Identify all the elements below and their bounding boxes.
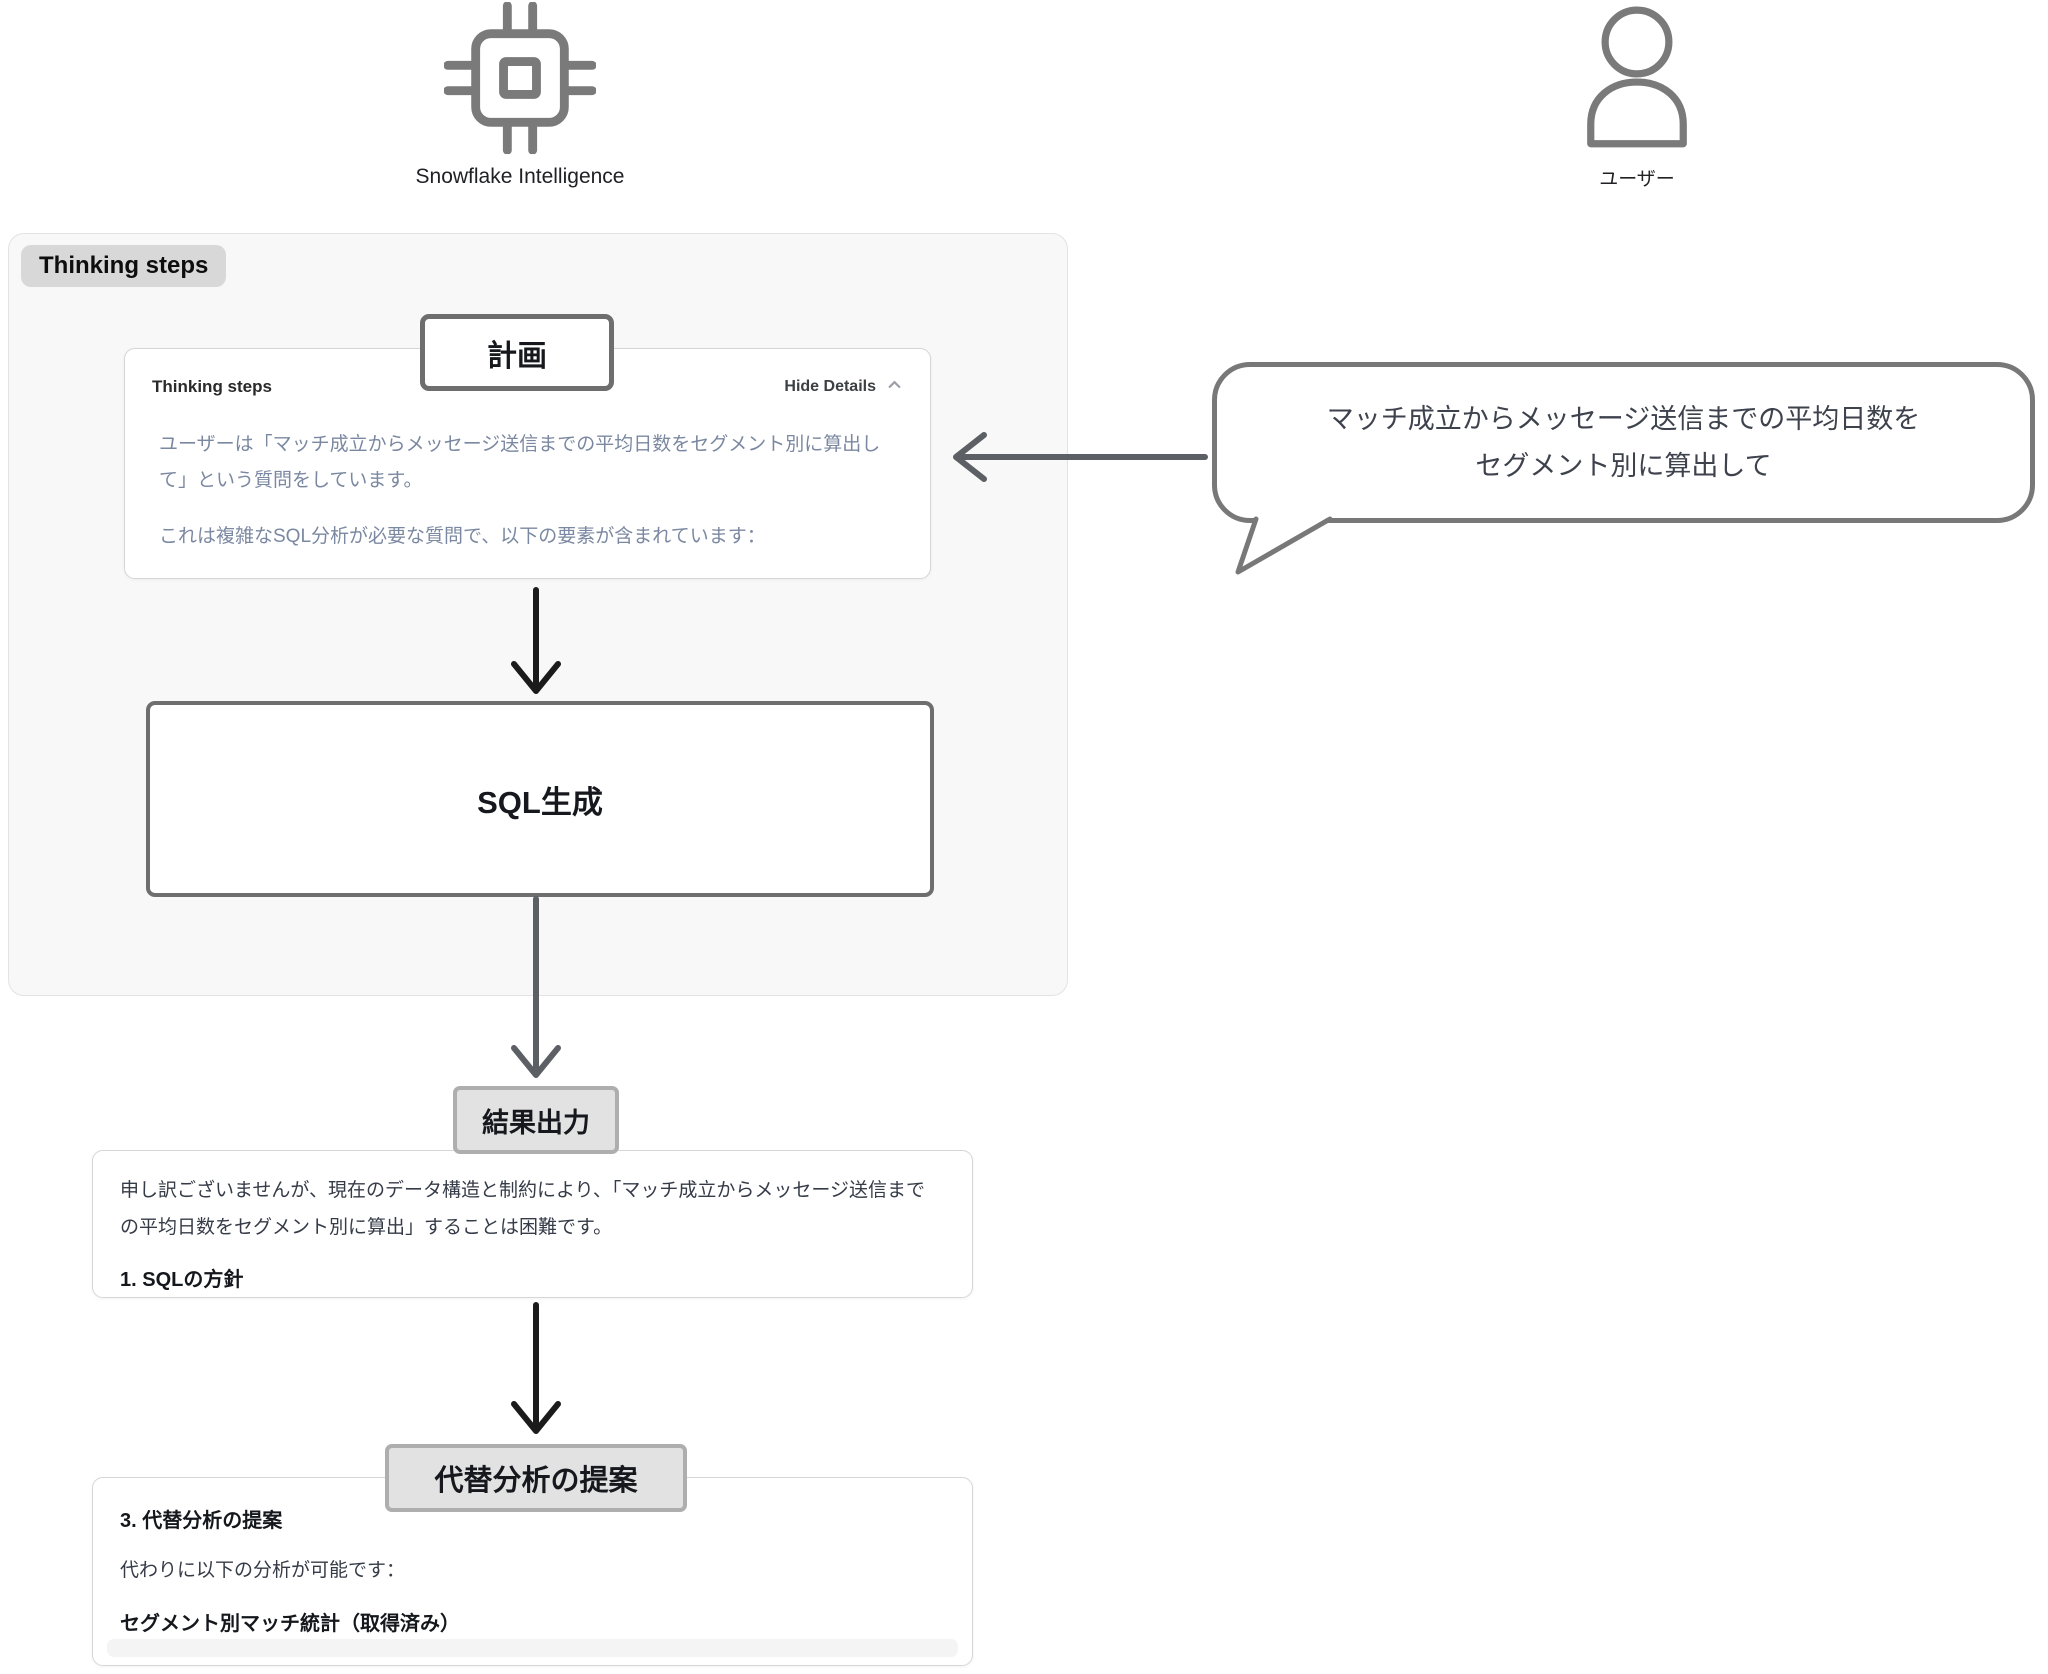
user-actor: ユーザー [1572, 5, 1702, 191]
ai-actor: Snowflake Intelligence [416, 1, 624, 189]
user-bubble-line-2: セグメント別に算出して [1475, 450, 1772, 481]
alternative-card-heading: 3. 代替分析の提案 [120, 1510, 283, 1532]
thinking-card-paragraph-1: ユーザーは「マッチ成立からメッセージ送信までの平均日数をセグメント別に算出して」… [159, 434, 881, 491]
alternative-card-paragraph: 代わりに以下の分析が可能です： [120, 1560, 406, 1581]
alternative-analysis-node: 代替分析の提案 [385, 1444, 687, 1512]
thinking-card-body: ユーザーは「マッチ成立からメッセージ送信までの平均日数をセグメント別に算出して」… [125, 399, 930, 555]
thinking-steps-container: Thinking steps Thinking steps Hide Detai… [8, 233, 1068, 996]
sql-generation-node: SQL生成 [146, 701, 934, 897]
plan-node: 計画 [420, 314, 614, 391]
chevron-up-icon [885, 375, 904, 399]
person-icon [1575, 5, 1699, 158]
alternative-card-subheading: セグメント別マッチ統計（取得済み） [120, 1613, 460, 1635]
result-card-body: 申し訳ございませんが、現在のデータ構造と制約により、「マッチ成立からメッセージ送… [93, 1151, 972, 1292]
chip-icon [443, 1, 597, 159]
user-actor-label: ユーザー [1599, 169, 1675, 190]
alternative-card-body: 3. 代替分析の提案 代わりに以下の分析が可能です： セグメント別マッチ統計（取… [93, 1478, 972, 1636]
thinking-card-title: Thinking steps [152, 377, 272, 396]
speech-bubble-tail [1235, 516, 1333, 575]
result-card: 申し訳ございませんが、現在のデータ構造と制約により、「マッチ成立からメッセージ送… [92, 1150, 973, 1298]
user-speech-bubble: マッチ成立からメッセージ送信までの平均日数を セグメント別に算出して [1212, 362, 2035, 523]
result-card-paragraph: 申し訳ございませんが、現在のデータ構造と制約により、「マッチ成立からメッセージ送… [120, 1180, 926, 1238]
arrow-result-to-alternative [511, 1302, 561, 1434]
code-block-stub [107, 1639, 958, 1657]
ai-actor-label: Snowflake Intelligence [415, 165, 625, 188]
thinking-steps-badge: Thinking steps [21, 245, 227, 287]
thinking-card-header: Thinking steps Hide Details [125, 349, 930, 399]
user-bubble-line-1: マッチ成立からメッセージ送信までの平均日数を [1326, 403, 1921, 434]
result-output-node: 結果出力 [453, 1086, 619, 1154]
hide-details-toggle[interactable]: Hide Details [784, 375, 904, 399]
result-card-heading: 1. SQLの方針 [120, 1269, 244, 1291]
thinking-card-paragraph-2: これは複雑なSQL分析が必要な質問で、以下の要素が含まれています： [159, 526, 766, 547]
hide-details-label: Hide Details [784, 378, 876, 395]
